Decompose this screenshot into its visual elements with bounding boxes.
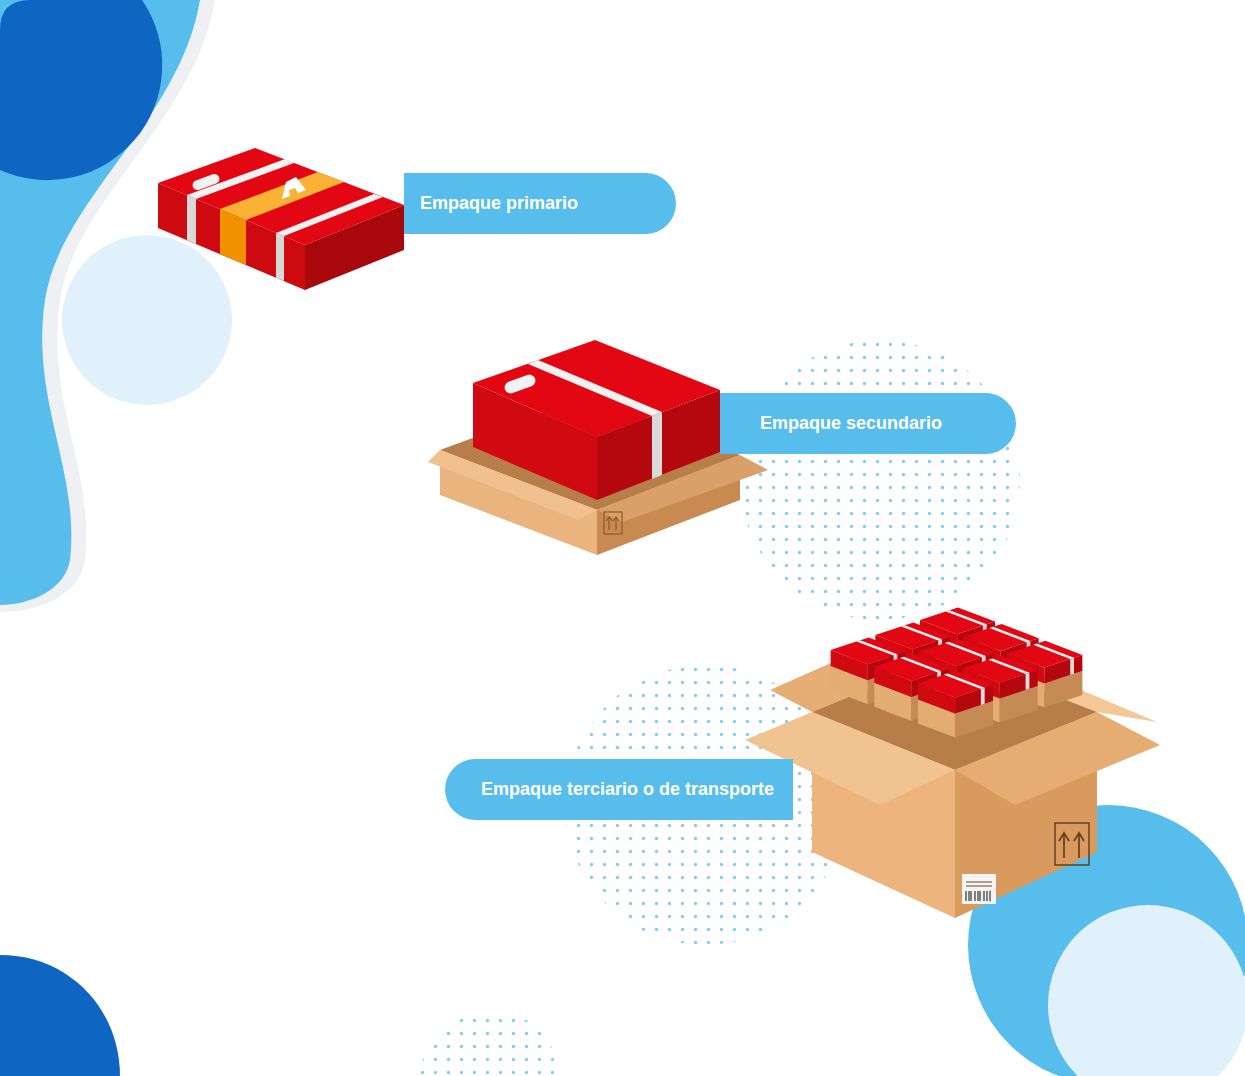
secondary-package bbox=[652, 412, 662, 479]
inner-package bbox=[1070, 658, 1074, 675]
label-pill: Empaque primario bbox=[404, 173, 676, 234]
inner-package bbox=[944, 674, 985, 690]
tertiary-package bbox=[955, 712, 1160, 805]
inner-package bbox=[1033, 644, 1074, 660]
tertiary-package bbox=[966, 891, 990, 901]
secondary-package bbox=[606, 517, 619, 530]
background-decoration bbox=[740, 340, 1020, 620]
inner-package-stack bbox=[831, 607, 1083, 737]
tertiary-package bbox=[745, 607, 1160, 918]
inner-package bbox=[946, 610, 987, 625]
inner-package bbox=[989, 627, 1030, 643]
background-decoration bbox=[420, 1010, 560, 1076]
primary-package bbox=[187, 195, 196, 244]
inner-package bbox=[856, 640, 897, 655]
background-decoration bbox=[0, 955, 120, 1076]
pill-label: Empaque terciario o de transporte bbox=[481, 779, 774, 801]
background-decoration bbox=[1048, 905, 1245, 1076]
inner-package bbox=[945, 642, 986, 658]
pill-label: Empaque secundario bbox=[760, 413, 942, 435]
primary-package bbox=[158, 148, 404, 290]
secondary-package bbox=[428, 450, 597, 520]
inner-package bbox=[901, 625, 942, 640]
secondary-package bbox=[428, 340, 768, 555]
background-decoration bbox=[0, 0, 162, 180]
primary-package bbox=[276, 194, 383, 236]
label-pill: Empaque secundario bbox=[720, 393, 1016, 454]
primary-package bbox=[187, 159, 294, 199]
secondary-package bbox=[597, 455, 768, 522]
tertiary-package bbox=[962, 874, 996, 904]
inner-package bbox=[900, 657, 941, 673]
inner-package bbox=[1026, 673, 1030, 690]
secondary-package bbox=[503, 373, 537, 395]
secondary-package bbox=[604, 512, 622, 534]
inner-package bbox=[918, 671, 993, 738]
primary-package bbox=[282, 177, 306, 199]
secondary-package bbox=[528, 360, 662, 416]
primary-package bbox=[276, 233, 284, 281]
inner-package bbox=[981, 688, 985, 705]
background-decoration bbox=[62, 235, 232, 405]
tertiary-package bbox=[966, 882, 992, 886]
primary-package bbox=[220, 209, 246, 265]
inner-package bbox=[988, 659, 1029, 675]
label-pill: Empaque terciario o de transporte bbox=[445, 759, 793, 820]
tertiary-package bbox=[1055, 823, 1089, 865]
tertiary-package bbox=[1059, 833, 1084, 858]
pill-label: Empaque primario bbox=[420, 193, 578, 215]
primary-package bbox=[191, 173, 221, 192]
